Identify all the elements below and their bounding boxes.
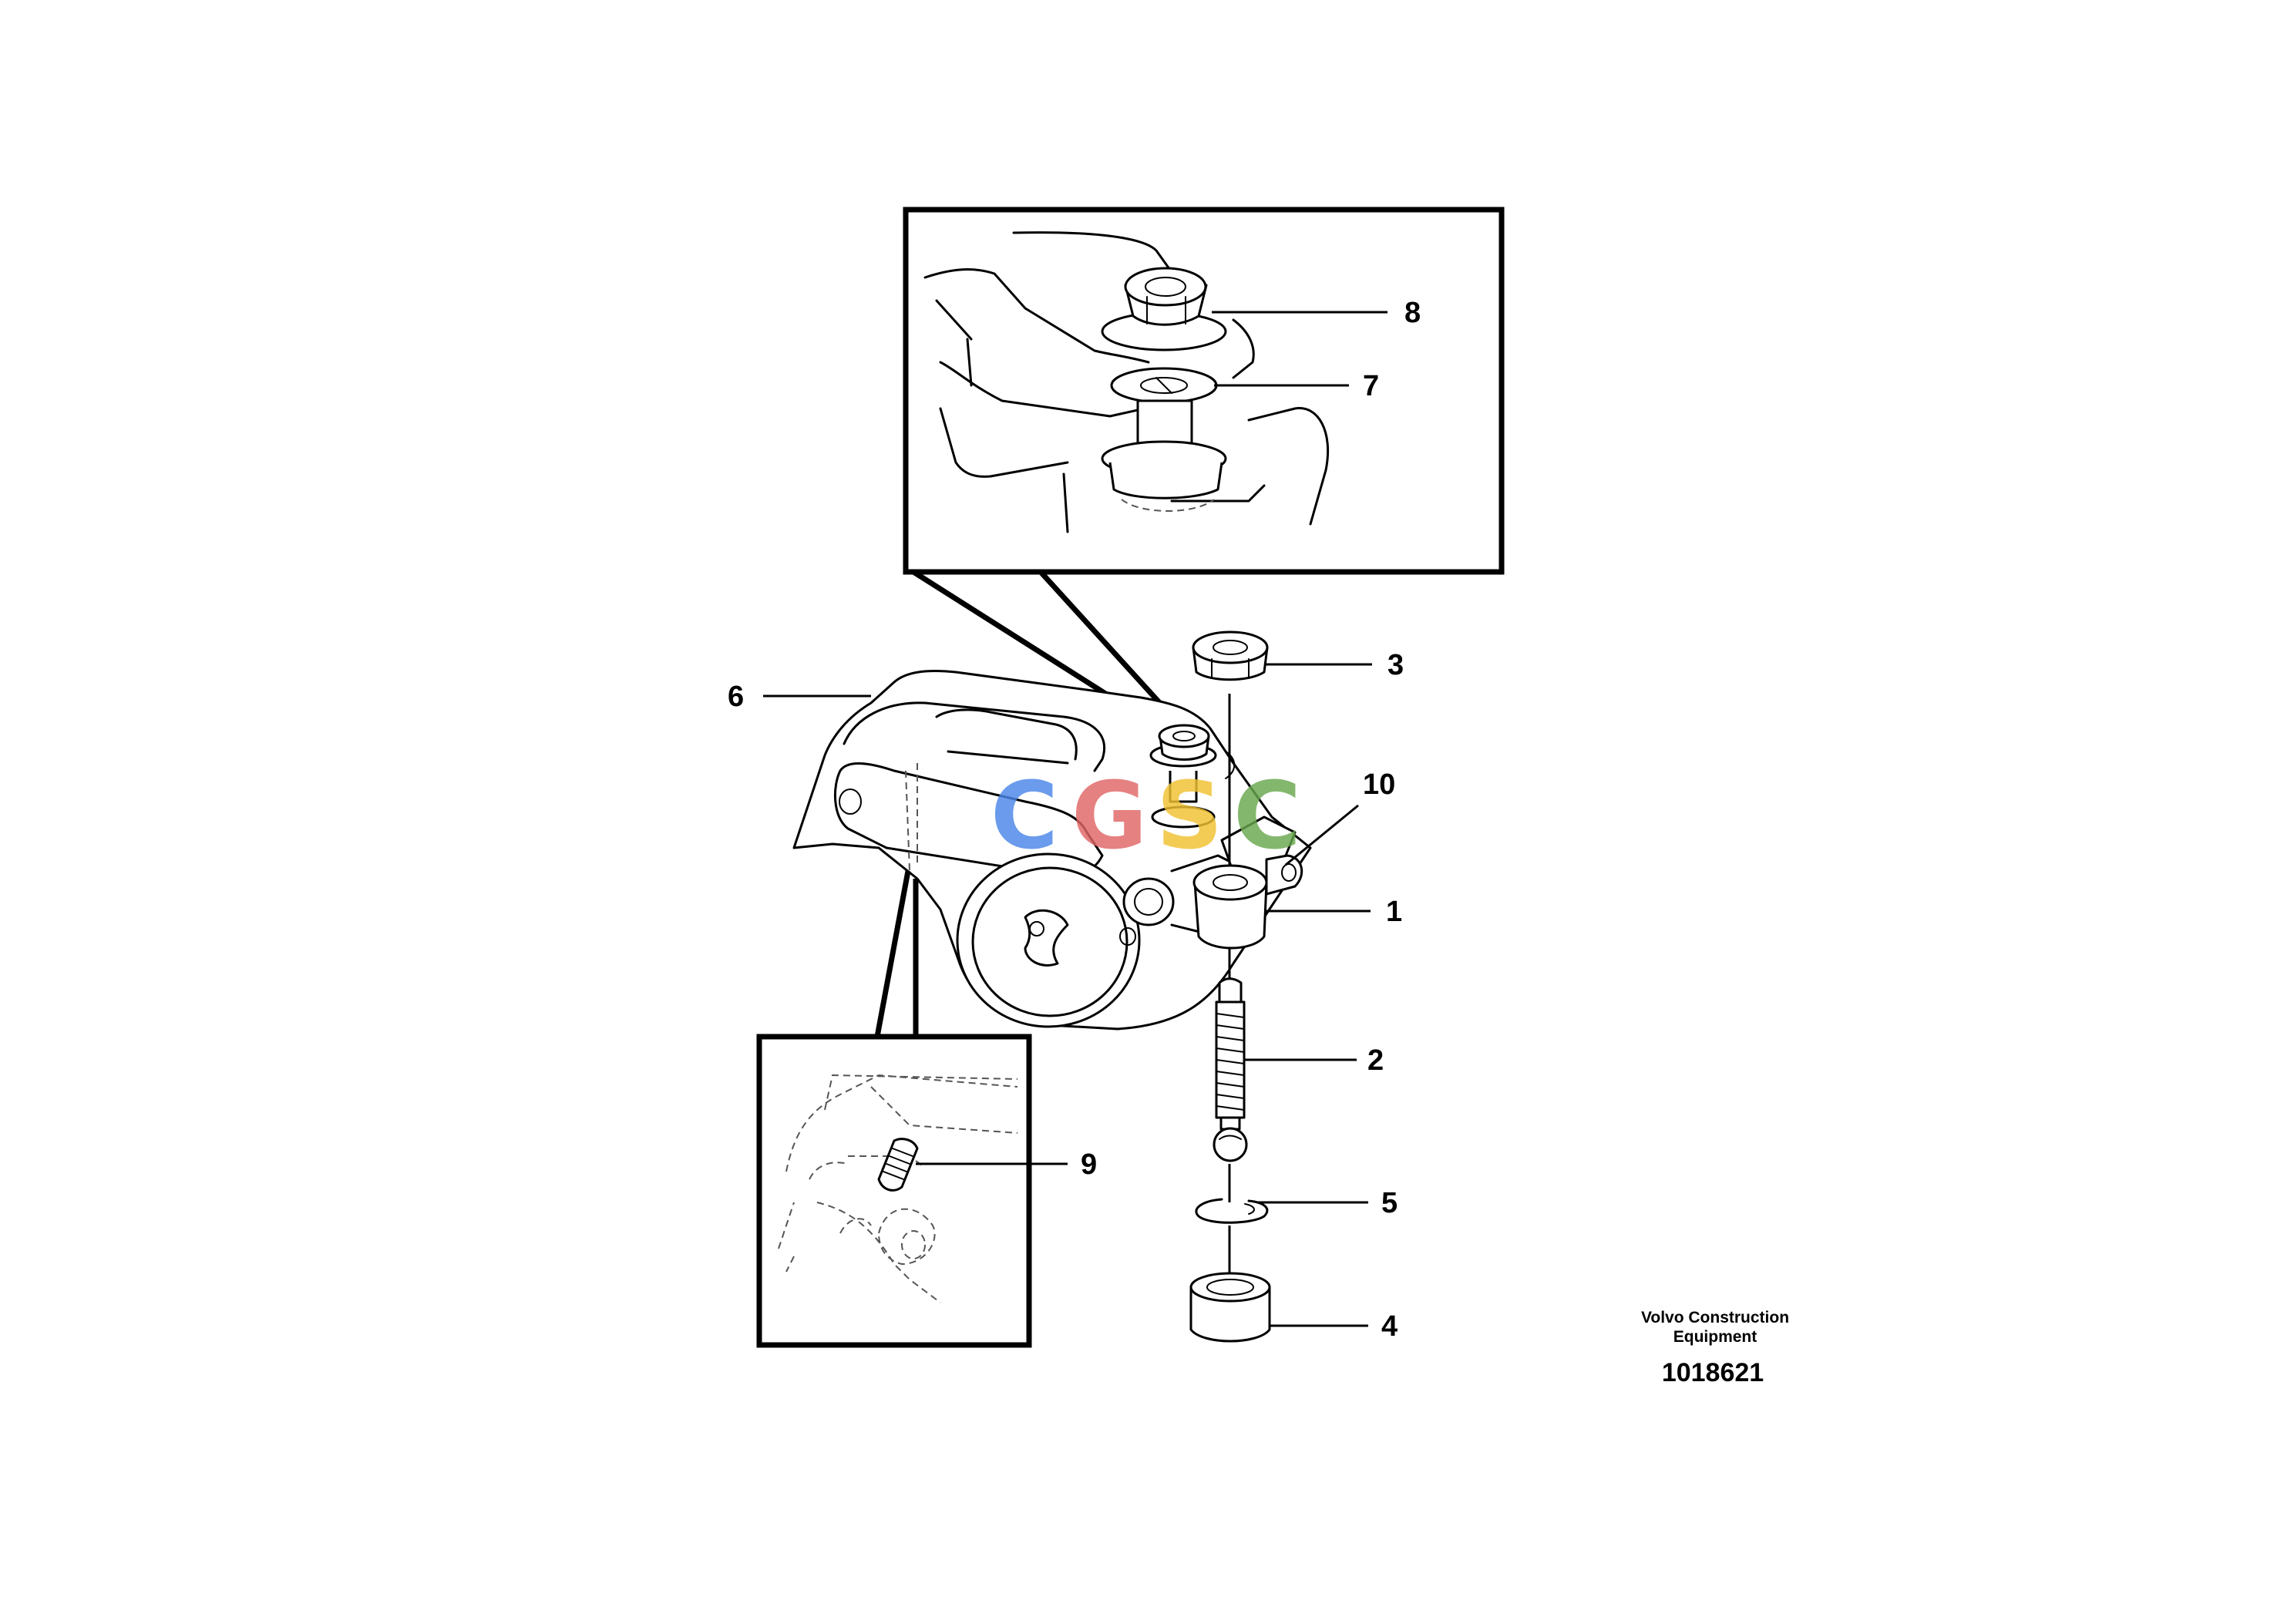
inset-pointer-right [1038, 570, 1182, 727]
plug-9 [877, 1138, 919, 1192]
cup-4 [1189, 1272, 1271, 1343]
callout-4: 4 [1381, 1310, 1398, 1343]
inset-hand-base [939, 407, 1069, 478]
callout-8: 8 [1404, 297, 1421, 329]
callout-1: 1 [1386, 896, 1402, 928]
drawing-title-block: Volvo Construction Equipment 1018621 [1641, 1309, 1789, 1387]
bottom-detail-inset [756, 870, 1032, 1348]
rocker-oil-hole [1029, 921, 1044, 936]
inset-bolt-8 [1101, 267, 1227, 351]
callout-3: 3 [1388, 649, 1404, 681]
watermark-letter-1: C [991, 763, 1058, 870]
inset-body-contour [1012, 231, 1177, 279]
rocker-top-slot [935, 708, 1078, 761]
inset-stud-base [1101, 399, 1227, 512]
watermark-letter-2: G [1071, 763, 1148, 870]
top-inset-frame [903, 207, 1505, 575]
inset-hand-outline [923, 268, 1150, 387]
callout-10: 10 [1363, 768, 1395, 801]
rocker-top-housing [843, 701, 1106, 772]
leader-10 [1285, 804, 1359, 866]
adjuster-body-1 [1192, 854, 1303, 950]
rocker-bolt [1149, 724, 1236, 829]
callout-9: 9 [1081, 1148, 1097, 1181]
part-number: 1018621 [1662, 1358, 1764, 1387]
rocker-front-hole [839, 788, 862, 815]
brand-line-2: Equipment [1673, 1328, 1758, 1346]
brand-line-1: Volvo Construction [1641, 1309, 1789, 1326]
inset-right-contour [1232, 318, 1330, 526]
callout-5: 5 [1381, 1187, 1398, 1219]
top-detail-inset [903, 207, 1505, 733]
bottom-pointer-left [874, 870, 911, 1037]
rocker-top-slot-edge [947, 750, 1069, 765]
callout-7: 7 [1363, 370, 1379, 402]
callout-2: 2 [1367, 1044, 1384, 1077]
inset-washer-7 [1110, 367, 1218, 404]
circlip-5 [1195, 1198, 1269, 1224]
watermark-letter-4: C [1233, 763, 1301, 870]
leader-lines [763, 311, 1388, 1327]
inset-hand-lower [939, 361, 1181, 418]
watermark-letter-3: S [1156, 763, 1223, 870]
callout-numbers: 8 7 3 6 10 1 2 9 5 4 [728, 297, 1421, 1343]
inset-base-lines [1062, 472, 1266, 533]
nut-3 [1192, 630, 1269, 681]
adjusting-screw-2 [1213, 977, 1248, 1162]
rocker-bore-slot [1024, 909, 1069, 967]
callout-6: 6 [728, 681, 744, 713]
bottom-inset-frame [756, 1034, 1032, 1348]
cgsc-watermark: C G S C [991, 763, 1301, 870]
